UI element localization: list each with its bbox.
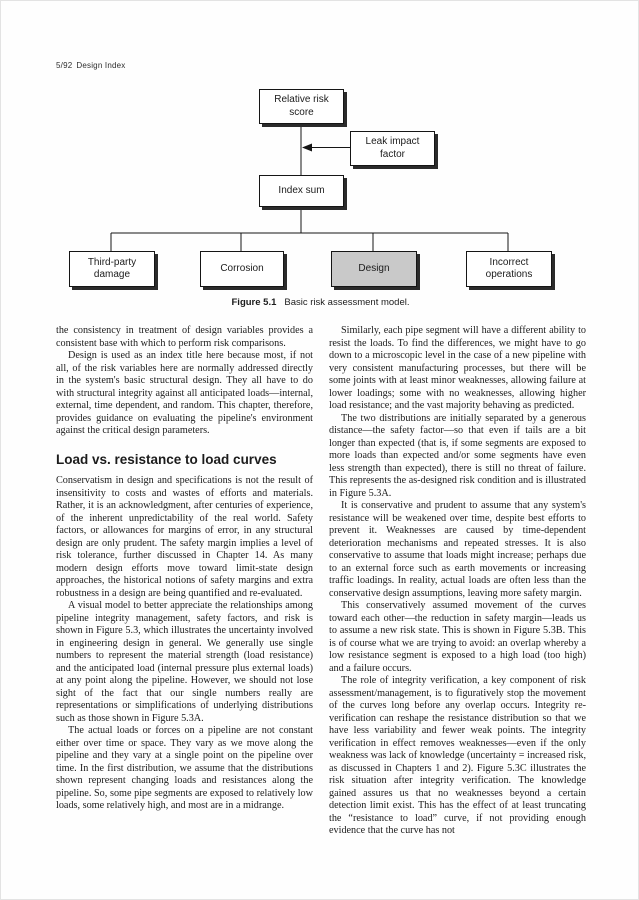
node-incorrect-operations: Incorrect operations xyxy=(466,251,552,287)
paragraph: This conservatively assumed movement of … xyxy=(329,600,586,674)
paragraph: the consistency in treatment of design v… xyxy=(56,325,313,349)
paragraph: Conservatism in design and specification… xyxy=(56,475,313,599)
node-third-party-damage: Third-party damage xyxy=(69,251,155,287)
paragraph: Design is used as an index title here be… xyxy=(56,350,313,436)
node-relative-risk-score: Relative risk score xyxy=(259,89,344,124)
text-column-right: Similarly, each pipe segment will have a… xyxy=(329,325,586,838)
node-label: Design xyxy=(358,262,390,274)
chapter-title: Design Index xyxy=(76,61,126,70)
paragraph: The two distributions are initially sepa… xyxy=(329,412,586,499)
paragraph: A visual model to better appreciate the … xyxy=(56,600,313,724)
paragraph: The actual loads or forces on a pipeline… xyxy=(56,725,313,811)
text-column-left: the consistency in treatment of design v… xyxy=(56,325,313,813)
paragraph: It is conservative and prudent to assume… xyxy=(329,500,586,599)
node-label: Third-party damage xyxy=(87,256,137,281)
node-label: Incorrect operations xyxy=(485,256,533,281)
node-leak-impact-factor: Leak impact factor xyxy=(350,131,435,166)
node-label: Corrosion xyxy=(220,262,264,274)
node-design: Design xyxy=(331,251,417,287)
figure-caption-label: Figure 5.1 xyxy=(231,297,277,308)
paragraph: Similarly, each pipe segment will have a… xyxy=(329,325,586,411)
node-label: Leak impact factor xyxy=(365,136,420,160)
node-label: Index sum xyxy=(278,184,325,196)
node-corrosion: Corrosion xyxy=(200,251,284,287)
node-label: Relative risk score xyxy=(274,94,329,118)
section-heading: Load vs. resistance to load curves xyxy=(56,451,277,467)
node-index-sum: Index sum xyxy=(259,175,344,207)
page-number: 5/92 xyxy=(56,61,73,70)
arrowhead-left-icon xyxy=(302,143,312,152)
figure-caption: Figure 5.1 Basic risk assessment model. xyxy=(1,297,638,308)
figure-caption-text: Basic risk assessment model. xyxy=(284,297,410,308)
paragraph: The role of integrity verification, a ke… xyxy=(329,675,586,836)
